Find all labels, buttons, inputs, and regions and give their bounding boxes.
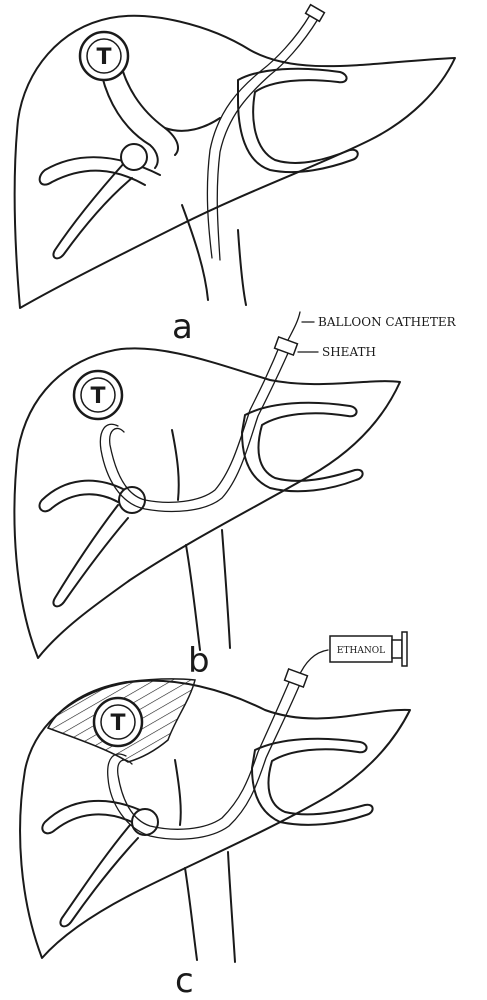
balloon — [132, 809, 158, 835]
sheath-hub — [275, 337, 298, 355]
left-portal-vein — [242, 403, 363, 491]
inferior-vena-cava — [186, 545, 200, 650]
catheter — [217, 19, 318, 260]
liver-outline — [14, 348, 400, 658]
panel-a: T a — [15, 5, 455, 347]
inferior-vena-cava — [238, 230, 246, 305]
balloon — [121, 144, 147, 170]
panel-label: b — [188, 641, 210, 681]
inferior-vena-cava — [228, 852, 235, 962]
portal-branch — [42, 801, 140, 833]
portal-branch — [175, 760, 181, 825]
panel-b: BALLOON CATHETER SHEATH T b — [14, 312, 456, 681]
portal-branch — [172, 430, 179, 500]
portal-branch — [165, 118, 220, 131]
portal-branch — [120, 60, 178, 155]
panel-c: ETHANOL T c — [20, 632, 410, 1000]
left-portal-vein — [238, 69, 358, 172]
syringe: ETHANOL — [330, 632, 407, 666]
panel-label: c — [175, 961, 194, 1000]
portal-branch — [60, 825, 138, 926]
tumor-label: T — [96, 45, 111, 70]
tumor-label: T — [90, 384, 105, 409]
inferior-vena-cava — [182, 205, 208, 300]
inferior-vena-cava — [222, 530, 230, 648]
catheter — [287, 312, 300, 342]
inferior-vena-cava — [185, 868, 197, 960]
balloon-catheter-callout: BALLOON CATHETER — [318, 315, 457, 329]
sheath-callout: SHEATH — [322, 345, 376, 359]
balloon — [119, 487, 145, 513]
portal-branch — [53, 505, 128, 606]
panel-label: a — [172, 307, 193, 347]
syringe-label: ETHANOL — [337, 646, 385, 656]
portal-branch — [39, 481, 125, 512]
left-portal-vein — [252, 739, 373, 825]
tumor-label: T — [110, 711, 125, 736]
